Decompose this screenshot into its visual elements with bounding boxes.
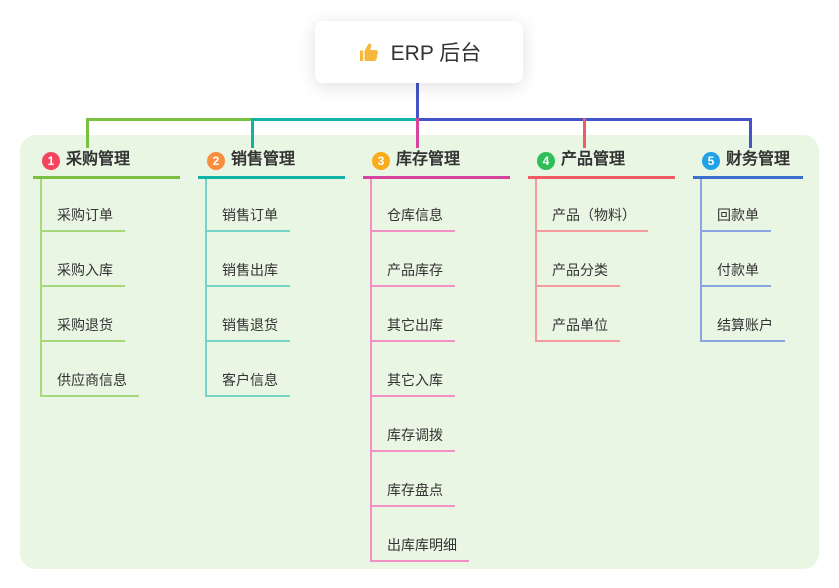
connector-rail-left-green — [86, 118, 254, 121]
branch-header-3[interactable]: 库存管理 — [396, 151, 461, 168]
child-node[interactable]: 采购退货 — [40, 310, 125, 342]
branch-children-line-2 — [205, 179, 207, 397]
branch-underline-4 — [528, 176, 675, 179]
child-node[interactable]: 产品分类 — [535, 255, 620, 287]
mindmap-root-node[interactable]: ERP 后台 — [315, 21, 523, 83]
child-node[interactable]: 销售退货 — [205, 310, 290, 342]
branch-children-line-1 — [40, 179, 42, 397]
connector-drop-branch-2 — [251, 118, 254, 148]
connector-root-vertical — [416, 82, 419, 119]
branch-underline-5 — [693, 176, 803, 179]
branch-badge-4: 4 — [537, 152, 555, 170]
connector-drop-branch-1 — [86, 118, 89, 148]
connector-drop-branch-3 — [416, 118, 419, 148]
branch-underline-1 — [33, 176, 180, 179]
thumbs-up-icon — [357, 40, 381, 64]
branch-badge-1: 1 — [42, 152, 60, 170]
child-node[interactable]: 出库库明细 — [370, 530, 469, 562]
branch-children-line-5 — [700, 179, 702, 342]
branch-underline-3 — [363, 176, 510, 179]
child-node[interactable]: 库存调拨 — [370, 420, 455, 452]
child-node[interactable]: 销售出库 — [205, 255, 290, 287]
child-node[interactable]: 产品单位 — [535, 310, 620, 342]
child-node[interactable]: 仓库信息 — [370, 200, 455, 232]
child-node[interactable]: 结算账户 — [700, 310, 785, 342]
branch-header-4[interactable]: 产品管理 — [561, 151, 626, 168]
branch-children-line-4 — [535, 179, 537, 342]
child-node[interactable]: 库存盘点 — [370, 475, 455, 507]
connector-drop-branch-4 — [583, 118, 586, 148]
branch-header-2[interactable]: 销售管理 — [231, 151, 296, 168]
connector-drop-branch-5 — [749, 118, 752, 148]
branch-children-line-3 — [370, 179, 372, 562]
child-node[interactable]: 销售订单 — [205, 200, 290, 232]
root-label: ERP 后台 — [390, 42, 482, 65]
branch-underline-2 — [198, 176, 345, 179]
branches-background-panel — [20, 135, 819, 569]
child-node[interactable]: 采购订单 — [40, 200, 125, 232]
child-node[interactable]: 产品（物料） — [535, 200, 648, 232]
branch-badge-3: 3 — [372, 152, 390, 170]
child-node[interactable]: 供应商信息 — [40, 365, 139, 397]
child-node[interactable]: 产品库存 — [370, 255, 455, 287]
child-node[interactable]: 其它出库 — [370, 310, 455, 342]
child-node[interactable]: 其它入库 — [370, 365, 455, 397]
branch-header-5[interactable]: 财务管理 — [726, 151, 791, 168]
branch-header-1[interactable]: 采购管理 — [66, 151, 131, 168]
child-node[interactable]: 付款单 — [700, 255, 771, 287]
child-node[interactable]: 采购入库 — [40, 255, 125, 287]
branch-badge-5: 5 — [702, 152, 720, 170]
branch-badge-2: 2 — [207, 152, 225, 170]
connector-rail-mid-teal — [252, 118, 418, 121]
child-node[interactable]: 回款单 — [700, 200, 771, 232]
child-node[interactable]: 客户信息 — [205, 365, 290, 397]
